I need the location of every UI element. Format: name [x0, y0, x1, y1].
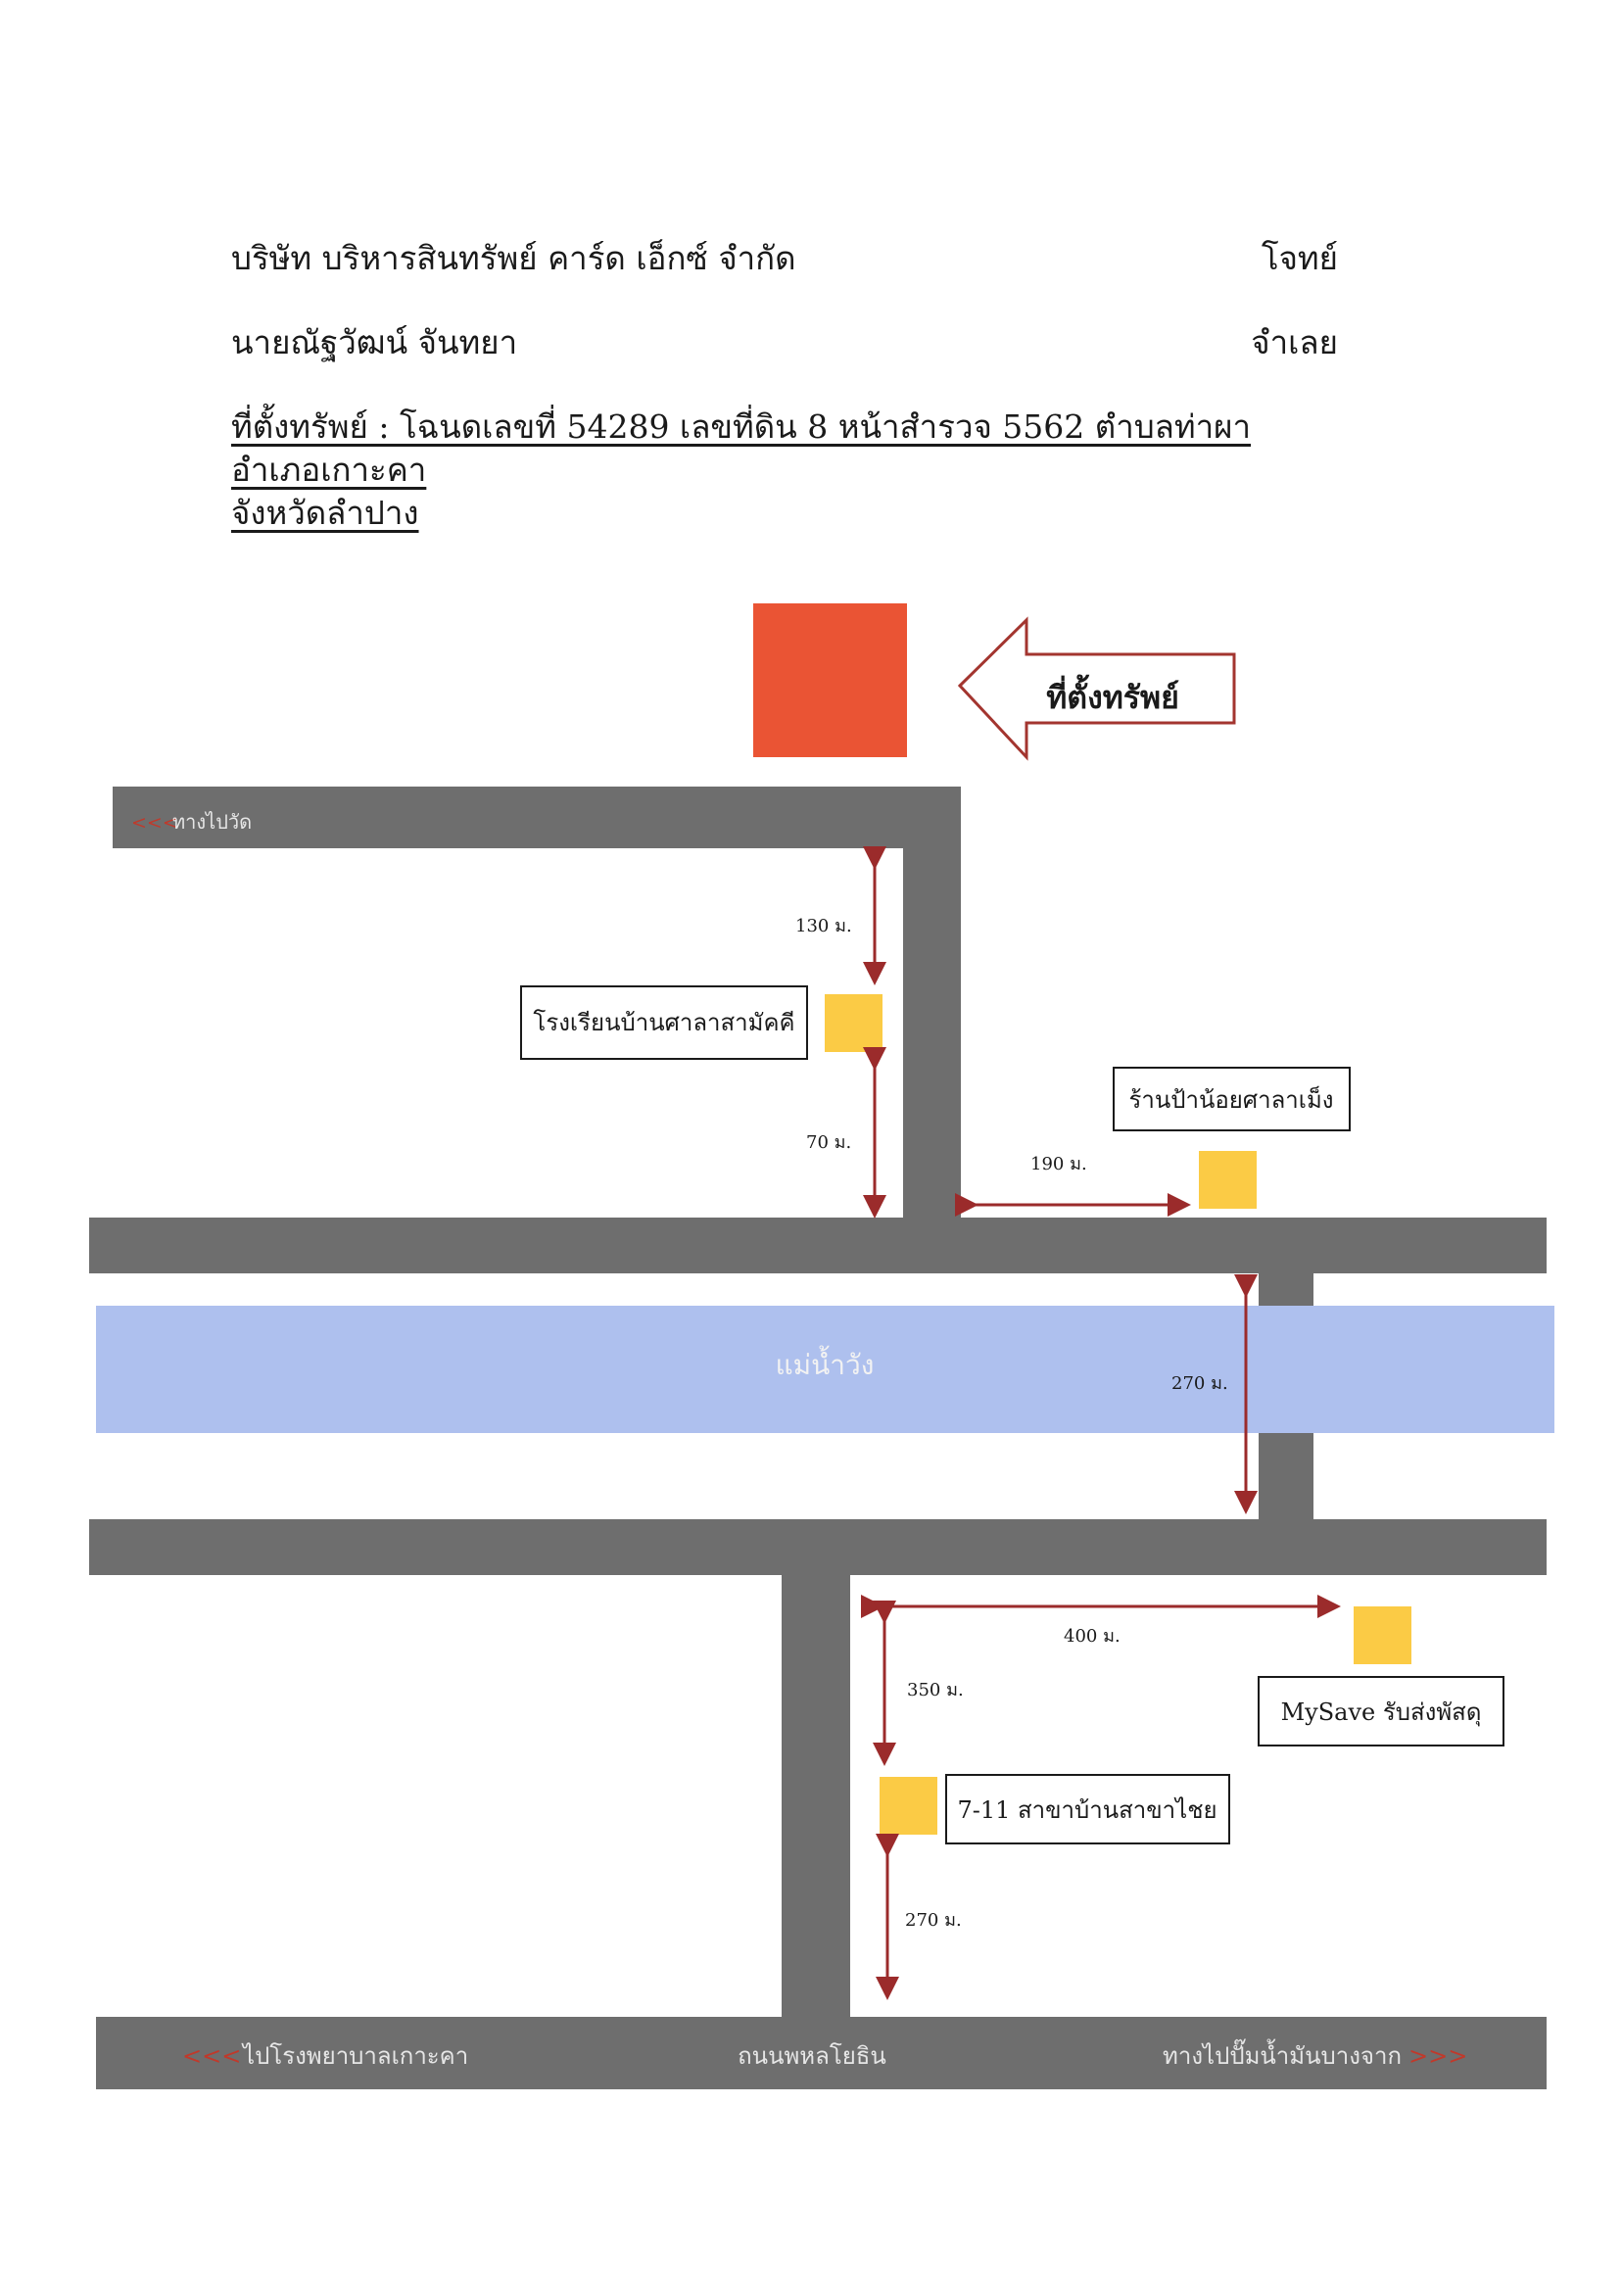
mysave-marker: [1354, 1606, 1411, 1664]
defendant-name: นายณัฐวัฒน์ จันทยา: [231, 323, 518, 361]
seven-eleven-marker: [880, 1777, 937, 1835]
school-marker: [825, 994, 883, 1052]
main-road-left-arrow: <<<: [182, 2042, 241, 2070]
defendant-role: จำเลย: [1251, 323, 1338, 361]
distance-label-270-south: 270 ม.: [905, 1910, 962, 1931]
main-road-right-arrow: >>>: [1408, 2042, 1467, 2070]
location-line-2: จังหวัดลำปาง: [231, 494, 419, 532]
main-road-left-label: ไปโรงพยาบาลเกาะคา: [241, 2042, 468, 2070]
top-road: [113, 787, 961, 848]
school-label: โรงเรียนบ้านศาลาสามัคคี: [533, 1009, 794, 1036]
top-road-direction-arrow: <<<: [131, 812, 178, 834]
distance-label-350: 350 ม.: [907, 1680, 964, 1700]
main-road-right-label: ทางไปปั๊มน้ำมันบางจาก: [1163, 2038, 1402, 2070]
property-marker: [753, 603, 907, 757]
main-road: [96, 2017, 1547, 2089]
distance-label-130: 130 ม.: [795, 916, 852, 936]
seven-eleven-label-box: [945, 1774, 1230, 1844]
connector-road-upper: [903, 787, 961, 1247]
river: [96, 1306, 1554, 1433]
property-pointer-arrow: [957, 616, 1236, 761]
school-label-box: [520, 985, 808, 1060]
seven-eleven-label: 7-11 สาขาบ้านสาขาไชย: [957, 1796, 1216, 1824]
connector-road-lower: [782, 1519, 850, 2022]
mysave-label: MySave รับส่งพัสดุ: [1281, 1698, 1482, 1727]
distance-label-190: 190 ม.: [1030, 1154, 1087, 1174]
mysave-label-box: [1258, 1676, 1504, 1746]
distance-label-400: 400 ม.: [1064, 1626, 1121, 1647]
distance-label-270-river: 270 ม.: [1171, 1373, 1228, 1394]
distance-label-70: 70 ม.: [806, 1132, 851, 1153]
top-road-label: ทางไปวัด: [172, 810, 252, 834]
location-line-1: ที่ตั้งทรัพย์ : โฉนดเลขที่ 54289 เลขที่ด…: [231, 407, 1252, 489]
location-map: ที่ตั้งทรัพย์ แม่น้ำวัง <<< ทางไปวัด <<<…: [89, 603, 1554, 2089]
shop-label-box: [1113, 1067, 1351, 1131]
plaintiff-name: บริษัท บริหารสินทรัพย์ คาร์ด เอ็กซ์ จำกั…: [231, 239, 796, 277]
shop-marker: [1199, 1151, 1257, 1209]
riverside-road-north: [89, 1218, 1547, 1273]
main-road-center-label: ถนนพหลโยธิน: [738, 2042, 886, 2070]
property-pointer-label: ที่ตั้งทรัพย์: [1046, 674, 1179, 716]
shop-label: ร้านป้าน้อยศาลาเม็ง: [1128, 1085, 1333, 1114]
river-label: แม่น้ำวัง: [776, 1345, 875, 1381]
plaintiff-role: โจทย์: [1261, 239, 1338, 277]
